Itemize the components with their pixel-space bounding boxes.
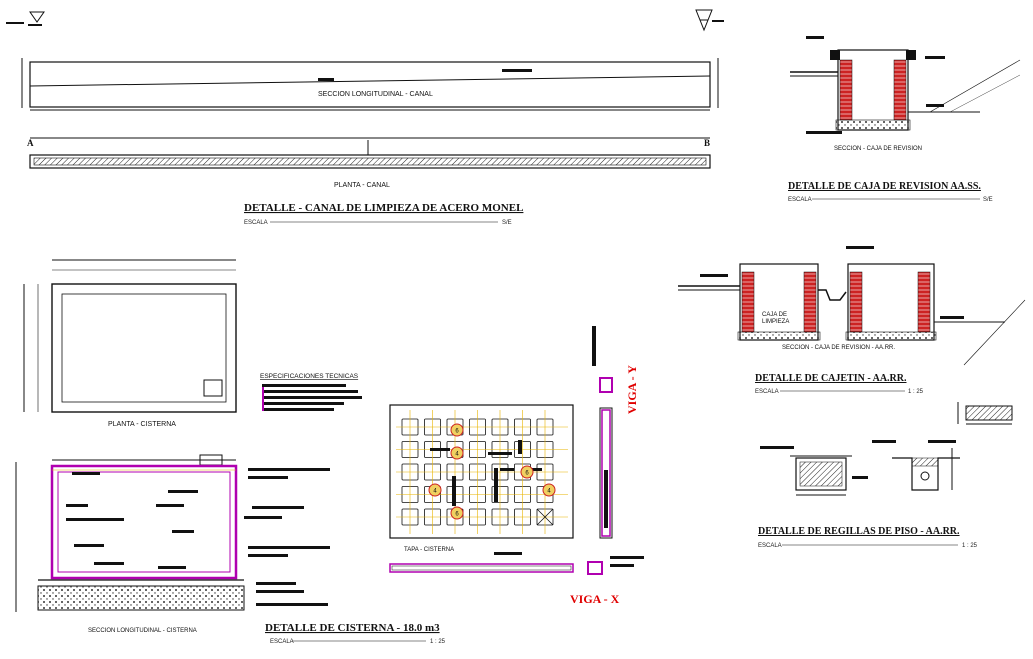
mark-number: 4 — [455, 452, 459, 458]
viga-y-label: VIGA - Y — [625, 365, 639, 414]
cisterna-outer-wall — [51, 283, 237, 413]
tapa-marks: 6 4 6 4 4 6 — [428, 423, 556, 520]
mark-circle — [450, 446, 464, 460]
annotation-bar — [452, 476, 456, 506]
annotation-bar — [500, 468, 514, 471]
canal-plan-label: PLANTA - CANAL — [334, 182, 390, 189]
cisterna-plan-label: PLANTA - CISTERNA — [108, 421, 176, 428]
mark-number: 4 — [433, 489, 437, 495]
brick-wall — [893, 59, 907, 121]
canal-section-label: SECCION LONGITUDINAL - CANAL — [318, 91, 433, 98]
caja-revision-detail: SECCION - CAJA DE REVISION DETALLE DE CA… — [788, 36, 1021, 203]
mark-circle — [450, 423, 464, 437]
section-marker-icon — [6, 11, 45, 26]
mark-number: 4 — [547, 489, 551, 495]
brick-wall — [849, 271, 863, 333]
annotation-bar — [488, 452, 512, 455]
point-b-label: B — [704, 138, 710, 148]
tapa-grid — [396, 410, 568, 534]
regillas-scale-value: 1 : 25 — [962, 543, 978, 549]
cisterna-title: DETALLE DE CISTERNA - 18.0 m3 — [265, 622, 440, 634]
section-marker-icon — [695, 9, 724, 32]
mark-number: 6 — [455, 512, 459, 518]
cajetin-detail: CAJA DE LIMPIEZA SECCION - CAJA DE REVIS… — [678, 246, 1026, 395]
brick-wall — [839, 59, 853, 121]
brick-wall — [741, 271, 755, 333]
cisterna-section-label: SECCION LONGITUDINAL - CISTERNA — [88, 628, 197, 634]
cajetin-scale-label: ESCALA — [755, 389, 779, 395]
cisterna-wall — [50, 464, 238, 580]
cajetin-title: DETALLE DE CAJETIN - AA.RR. — [755, 373, 907, 384]
mark-circle — [542, 483, 556, 497]
annotation-bar — [494, 468, 498, 502]
specs-block: ESPECIFICACIONES TECNICAS — [260, 373, 362, 411]
mark-circle — [450, 506, 464, 520]
cisterna-section: SECCION LONGITUDINAL - CISTERNA — [15, 454, 330, 634]
cajetin-inner-label-2: LIMPIEZA — [762, 319, 789, 325]
cajetin-inner-label-1: CAJA DE — [762, 312, 787, 318]
canal-section-outline — [29, 61, 711, 108]
tapa-outline — [389, 404, 574, 539]
annotation-bar — [530, 468, 542, 471]
canal-scale-value: S/E — [502, 220, 512, 226]
viga-x-label: VIGA - X — [570, 592, 620, 606]
regillas-scale-label: ESCALA — [758, 543, 782, 549]
canal-plan-outline — [29, 154, 711, 169]
canal-scale-label: ESCALA — [244, 220, 268, 226]
tapa-label: TAPA - CISTERNA — [404, 547, 454, 553]
brick-wall — [917, 271, 931, 333]
connecting-pipe — [818, 289, 847, 301]
access-hatch — [203, 379, 223, 397]
cisterna-scale-value: 1 : 25 — [430, 639, 446, 645]
brick-wall — [803, 271, 817, 333]
caja-scale-value: S/E — [983, 197, 993, 203]
annotation-bar — [430, 448, 450, 451]
cajetin-scale-value: 1 : 25 — [908, 389, 924, 395]
canal-slope-line — [29, 75, 711, 87]
point-a-label: A — [27, 138, 34, 148]
mark-circle — [520, 465, 534, 479]
cisterna-inner-wall — [61, 293, 227, 403]
regillas-detail: DETALLE DE REGILLAS DE PISO - AA.RR. ESC… — [758, 402, 1013, 549]
caja-scale-label: ESCALA — [788, 197, 812, 203]
access-cross — [536, 508, 554, 526]
specs-heading: ESPECIFICACIONES TECNICAS — [260, 373, 359, 380]
cisterna-plan: PLANTA - CISTERNA — [23, 259, 237, 428]
mark-number: 6 — [455, 429, 459, 435]
canal-title: DETALLE - CANAL DE LIMPIEZA DE ACERO MON… — [244, 202, 523, 214]
cajetin-section-label: SECCION - CAJA DE REVISION - AA.RR. — [782, 345, 895, 351]
tapa-cisterna: 6 4 6 4 4 6 TAPA - CISTERNA VIGA - Y VIGA - X — [389, 326, 644, 606]
canal-detail: SECCION LONGITUDINAL - CANAL A B PLANTA … — [6, 9, 724, 226]
cisterna-title-block: DETALLE DE CISTERNA - 18.0 m3 ESCALA 1 :… — [265, 622, 446, 645]
regillas-title: DETALLE DE REGILLAS DE PISO - AA.RR. — [758, 526, 960, 537]
canal-grate — [33, 157, 707, 166]
mark-circle — [428, 483, 442, 497]
cisterna-scale-label: ESCALA — [270, 639, 294, 645]
foundation-slab — [37, 585, 245, 611]
mark-number: 6 — [525, 471, 529, 477]
caja-section-label: SECCION - CAJA DE REVISION — [834, 146, 922, 152]
caja-title: DETALLE DE CAJA DE REVISION AA.SS. — [788, 181, 981, 192]
annotation-bar — [518, 440, 522, 454]
